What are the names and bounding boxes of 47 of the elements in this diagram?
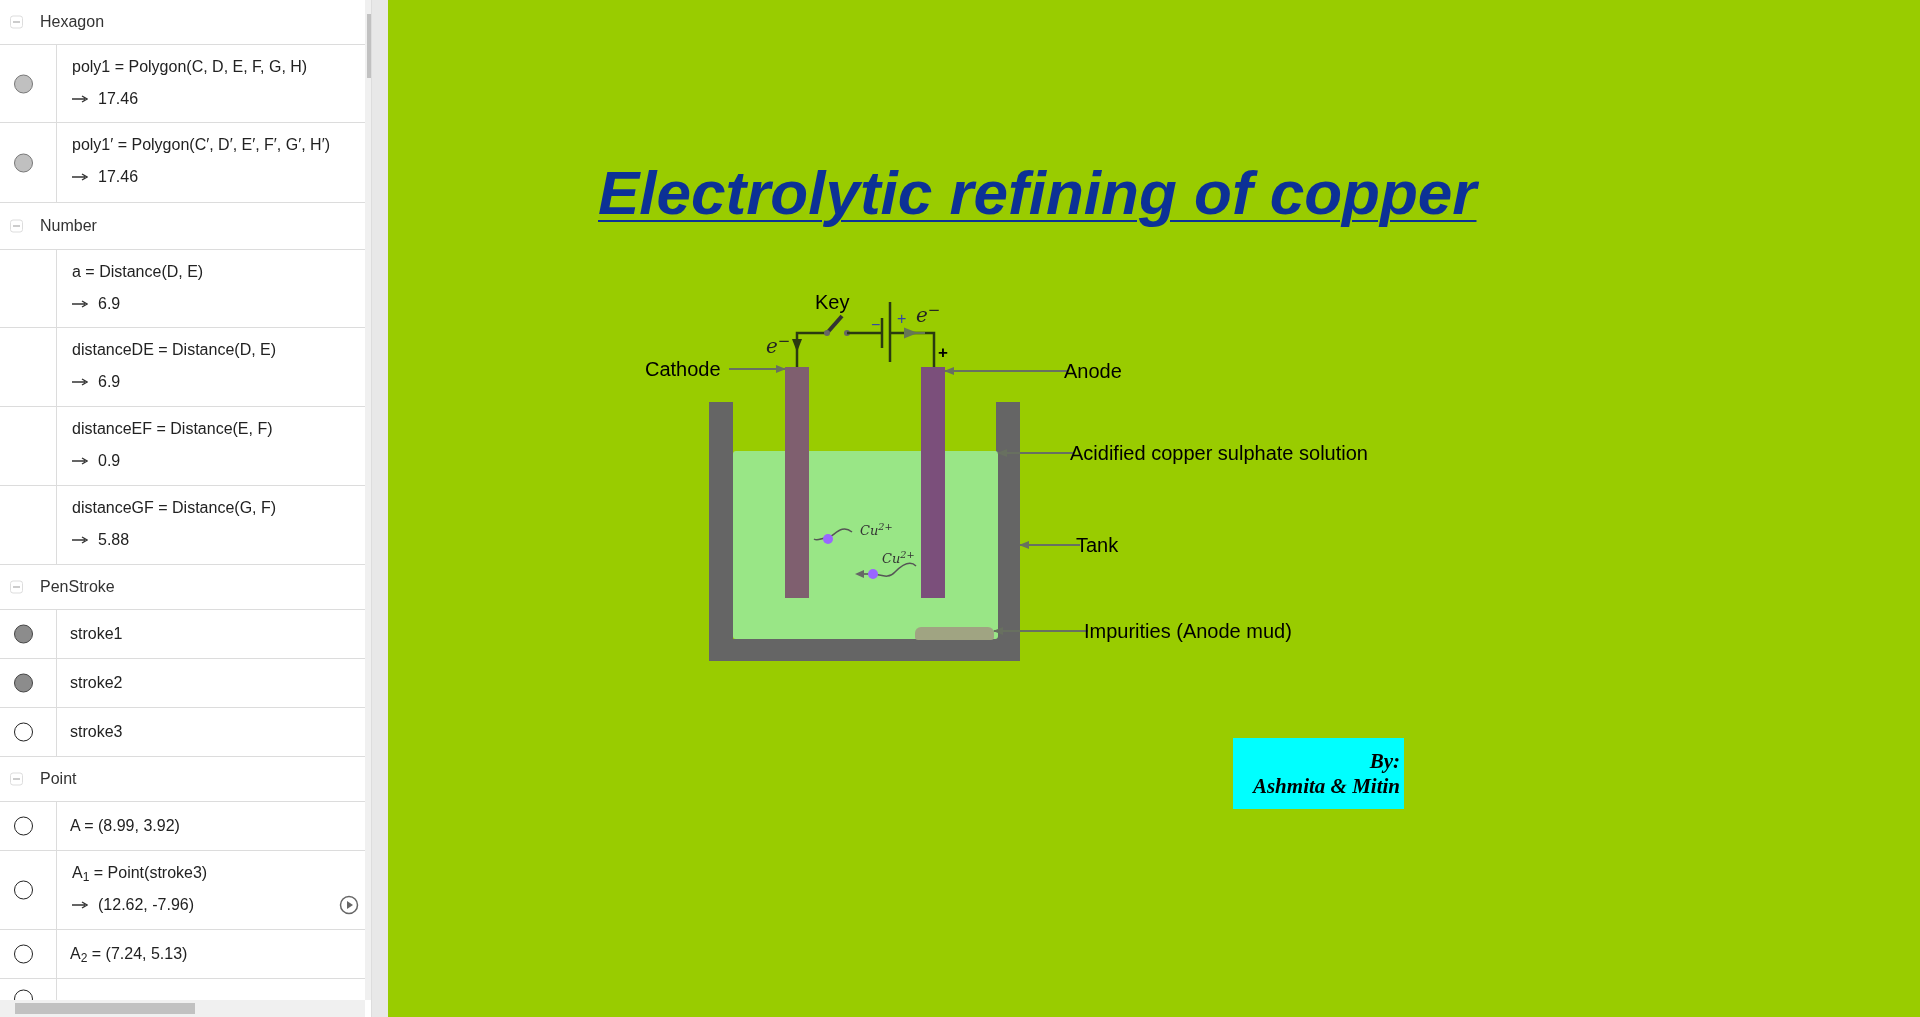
object-value: 5.88 — [98, 530, 130, 550]
object-value: 0.9 — [98, 451, 121, 471]
object-definition: a = Distance(D, E) — [72, 262, 204, 282]
terminal-sign: + — [938, 344, 948, 361]
credit-text: Ashmita & Mitin — [1252, 775, 1400, 797]
callout-label: Acidified copper sulphate solution — [1070, 438, 1410, 468]
electron-label: e$^{−}$ — [916, 305, 941, 325]
object-definition: distanceGF = Distance(G, F) — [72, 498, 277, 518]
callout-label: Tank — [1076, 530, 1132, 560]
object-definition: poly1′ = Polygon(C′, D′, E′, F′, G′, H′) — [72, 135, 330, 155]
object-value: (12.62, -7.96) — [98, 895, 195, 915]
diagram-title: Electrolytic refining of copper — [598, 157, 1477, 229]
category-heading: Number — [40, 216, 97, 236]
object-definition: A$_{1}$ = Point(stroke3) — [72, 863, 208, 885]
credit-text: By: — [1369, 750, 1400, 772]
electrode-bar — [785, 367, 809, 598]
category-heading: Hexagon — [40, 12, 105, 32]
tank-wall — [709, 402, 1020, 661]
leader-line — [944, 367, 1069, 375]
switch-label: Key — [815, 292, 850, 312]
anode-mud-deposit — [915, 627, 994, 640]
object-value: 6.9 — [98, 372, 121, 392]
electron-label: e$^{−}$ — [766, 336, 791, 356]
ion-label: Cu$^{2+}$ — [860, 524, 893, 537]
terminal-sign: − — [871, 317, 881, 333]
callout-label: Cathode — [645, 354, 733, 384]
object-definition: distanceDE = Distance(D, E) — [72, 340, 277, 360]
callout-label: Anode — [1064, 356, 1134, 386]
object-value: 17.46 — [98, 167, 139, 187]
object-definition: A$_{2}$ = (7.24, 5.13) — [70, 944, 188, 966]
category-heading: Point — [40, 769, 77, 789]
credit-box — [1233, 738, 1404, 809]
terminal-sign: + — [897, 311, 907, 327]
object-definition: poly1 = Polygon(C, D, E, F, G, H) — [72, 57, 308, 77]
object-definition: stroke1 — [70, 624, 123, 644]
object-value: 6.9 — [98, 294, 121, 314]
object-definition: stroke2 — [70, 673, 123, 693]
category-heading: PenStroke — [40, 577, 115, 597]
callout-label: Impurities (Anode mud) — [1084, 616, 1344, 646]
leader-line — [728, 365, 786, 373]
leader-line — [997, 449, 1075, 457]
object-definition: stroke3 — [70, 722, 123, 742]
object-definition: distanceEF = Distance(E, F) — [72, 419, 273, 439]
electrode-bar — [921, 367, 945, 598]
object-value: 17.46 — [98, 89, 139, 109]
object-definition: A = (8.99, 3.92) — [70, 816, 180, 836]
leader-line — [1019, 541, 1081, 549]
